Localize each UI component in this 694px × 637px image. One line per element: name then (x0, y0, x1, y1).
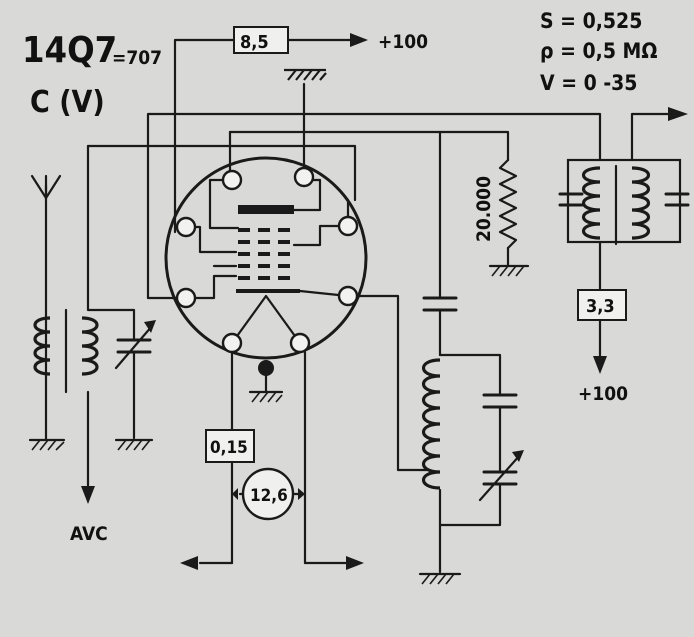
resistor-20000-label: 20.000 (473, 176, 495, 242)
tube-pin-6 (337, 285, 359, 307)
heater-voltage-circle (241, 467, 295, 521)
vacuum-tube (164, 156, 368, 360)
tube-pin-8 (289, 332, 311, 354)
resistor-0-15-box (205, 429, 255, 463)
ground-symbol-tank (418, 572, 462, 585)
ground-symbol-cathode (248, 360, 284, 403)
tube-type: 14Q7 (22, 30, 117, 71)
param-s: S = 0,525 (540, 9, 642, 33)
antenna-icon (30, 174, 62, 442)
supply-right-label: +100 (578, 383, 628, 405)
param-rho: ρ = 0,5 MΩ (540, 39, 657, 63)
tube-pin-4 (337, 215, 359, 237)
supply-top-label: +100 (378, 31, 428, 53)
tube-function: C (V) (30, 85, 105, 120)
tube-pin-1 (221, 169, 243, 191)
param-v: V = 0 -35 (540, 71, 637, 95)
ground-symbol-top (284, 68, 327, 81)
tube-pin-2 (293, 166, 315, 188)
avc-label: AVC (70, 523, 108, 545)
if-transformer (558, 107, 690, 246)
tube-equivalent: =707 (112, 47, 162, 69)
resistor-3-3-label: 3,3 (586, 296, 615, 317)
ground-symbol-variable-cap (114, 438, 154, 451)
tube-pin-7 (221, 332, 243, 354)
resistor-8-5-label: 8,5 (240, 32, 269, 53)
tube-pin-5 (175, 287, 197, 309)
ground-symbol-resistor (488, 264, 530, 277)
resistor-8-5-box (233, 26, 289, 54)
anode-feed: 8,5 +100 (173, 26, 428, 234)
ground-symbol-antenna (28, 438, 66, 451)
resistor-0-15-label: 0,15 (210, 438, 248, 458)
heater-voltage-label: 12,6 (250, 486, 288, 506)
tube-pin-3 (175, 216, 197, 238)
resistor-3-3-box (577, 289, 627, 321)
